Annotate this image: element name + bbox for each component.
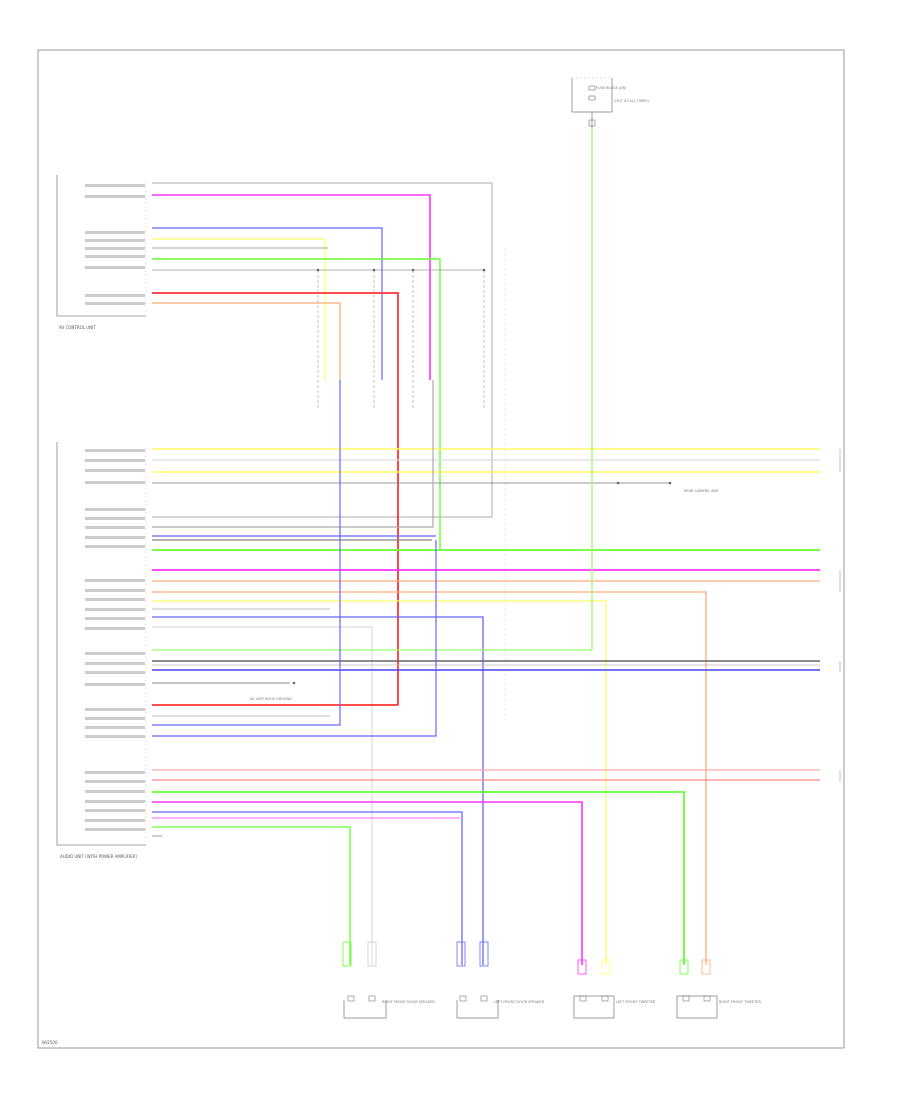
wire-yellow-4 xyxy=(152,600,607,965)
top-note-label: (HOT AT ALL TIMES) xyxy=(614,99,649,103)
av-control-unit: AV CONTROL UNIT xyxy=(56,175,147,330)
wire-blue-6 xyxy=(152,540,437,737)
wire-grey-6 xyxy=(152,626,373,965)
speaker-label-0: RIGHT FRONT DOOR SPEAKER xyxy=(382,1000,435,1004)
wire-blue-1 xyxy=(152,227,383,380)
speaker-right-front-door: RIGHT FRONT DOOR SPEAKER xyxy=(342,941,435,1019)
wire-yellow-1 xyxy=(152,238,326,380)
wire-grey-top xyxy=(152,182,493,518)
wire-orange-3 xyxy=(152,591,707,965)
rear-camera-label: REAR CAMERA UNIT xyxy=(684,489,720,493)
av-unit-label: AV CONTROL UNIT xyxy=(59,325,96,330)
speaker-label-2: LEFT FRONT TWEETER xyxy=(616,1000,656,1004)
diagram-frame xyxy=(37,49,845,1049)
audio-unit: AUDIO UNIT (WITH POWER AMPLIFIER) xyxy=(56,442,147,859)
audio-wires xyxy=(152,128,820,965)
wire-green-3 xyxy=(152,791,685,965)
speaker-right-front-tweeter: RIGHT FRONT TWEETER xyxy=(676,959,761,1019)
speaker-left-front-tweeter: LEFT FRONT TWEETER xyxy=(573,959,656,1019)
wire-green-top xyxy=(152,128,593,651)
wire-blue-5 xyxy=(152,380,341,726)
av-body-ground-label: AV UNIT BODY GROUND xyxy=(250,697,292,701)
wire-grey-4 xyxy=(152,380,434,528)
av-wires xyxy=(152,182,506,720)
wire-red-1 xyxy=(152,292,399,705)
wire-magenta-3 xyxy=(152,801,583,965)
top-fuse-label: FUSE BLOCK (J/B) xyxy=(596,86,627,90)
wire-blue-3 xyxy=(152,616,484,965)
wire-orange-1 xyxy=(152,302,341,380)
wire-green-1 xyxy=(152,258,441,550)
audio-unit-label: AUDIO UNIT (WITH POWER AMPLIFIER) xyxy=(60,854,137,859)
speaker-label-1: LEFT FRONT DOOR SPEAKER xyxy=(494,1000,545,1004)
wire-blue-7 xyxy=(152,811,463,965)
footer-code: W/2500 xyxy=(42,1040,58,1045)
speaker-left-front-door: LEFT FRONT DOOR SPEAKER xyxy=(456,941,545,1019)
wire-green-4 xyxy=(152,826,351,965)
av-pin-labels xyxy=(85,184,145,305)
top-connector: FUSE BLOCK (J/B) (HOT AT ALL TIMES) xyxy=(571,77,649,128)
wire-magenta-1 xyxy=(152,194,431,380)
speaker-label-3: RIGHT FRONT TWEETER xyxy=(719,1000,761,1004)
splice-markers xyxy=(292,268,672,685)
audio-pin-labels xyxy=(85,449,145,831)
